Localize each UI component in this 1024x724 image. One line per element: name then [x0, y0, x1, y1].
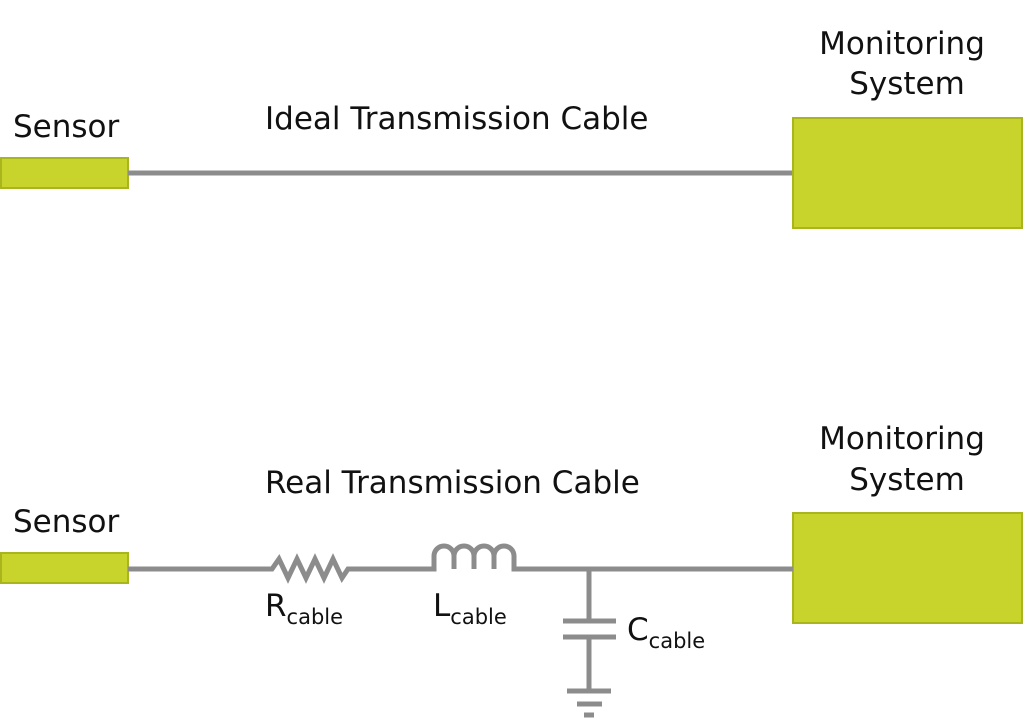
ideal-sensor-block	[0, 157, 129, 189]
inductor-label: Lcable	[433, 588, 507, 629]
real-sensor-label: Sensor	[13, 504, 120, 540]
ground-icon	[567, 688, 611, 718]
ideal-monitor-label-line2: System	[849, 66, 965, 102]
ideal-monitoring-system-block	[792, 117, 1023, 229]
real-monitoring-system-block	[792, 512, 1023, 624]
ideal-monitor-label-line1: Monitoring	[819, 26, 985, 62]
real-monitor-label-line2: System	[849, 462, 965, 498]
ideal-sensor-label: Sensor	[13, 109, 120, 145]
capacitor-label: Ccable	[627, 612, 705, 653]
resistor-label: Rcable	[265, 588, 343, 629]
inductor-symbol	[431, 543, 522, 572]
real-sensor-block	[0, 552, 129, 584]
real-cable-label: Real Transmission Cable	[265, 465, 640, 501]
resistor-symbol	[266, 553, 355, 584]
ideal-cable-label: Ideal Transmission Cable	[265, 101, 648, 137]
real-monitor-label-line1: Monitoring	[819, 421, 985, 457]
